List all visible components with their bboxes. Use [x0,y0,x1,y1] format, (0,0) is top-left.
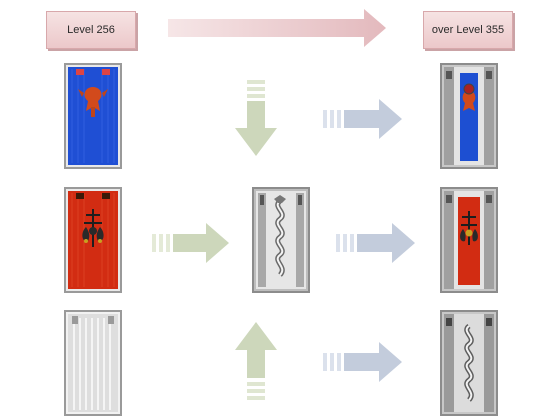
start-level-text: Level 256 [67,24,115,36]
down-arrow-icon [235,80,277,156]
over-level-355-label: over Level 355 [423,11,513,49]
white-banner-card[interactable] [64,310,122,416]
upgrade-arrow-top [323,98,403,140]
white-banner-icon [64,310,122,416]
red-banner-card[interactable] [64,187,122,293]
merge-arrow-right [152,222,230,264]
red-banner-icon [64,187,122,293]
silver-red-banner-card[interactable] [440,187,498,293]
upgrade-arrow-middle [336,222,416,264]
right-arrow-icon [152,223,229,263]
right-arrow-icon [323,342,402,382]
silver-blue-banner-card[interactable] [440,63,498,169]
silver-red-banner-icon [440,187,498,293]
end-level-text: over Level 355 [431,24,505,36]
silver-dragon-result-card[interactable] [440,310,498,416]
silver-blue-banner-icon [440,63,498,169]
silver-dragon-card[interactable] [252,187,310,293]
merge-arrow-down [234,80,278,156]
level-256-label: Level 256 [46,11,136,49]
upgrade-arrow-bottom [323,341,403,383]
up-arrow-icon [235,322,277,400]
dragon-icon [252,187,310,293]
right-arrow-icon [323,99,402,139]
right-arrow-icon [336,223,415,263]
level-progress-arrow [168,7,388,49]
right-arrow-icon [168,9,386,47]
blue-banner-card[interactable] [64,63,122,169]
merge-arrow-up [234,322,278,400]
blue-banner-icon [64,63,122,169]
silver-dragon-result-icon [440,310,498,416]
